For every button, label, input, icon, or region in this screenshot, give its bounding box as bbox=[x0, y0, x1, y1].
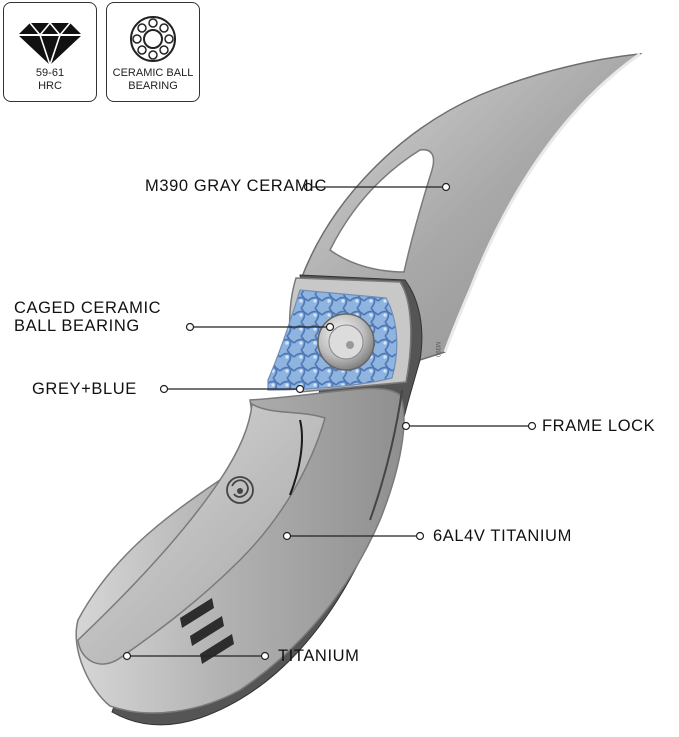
diamond-icon bbox=[18, 21, 82, 68]
bearing-label-line2: BALL BEARING bbox=[14, 317, 140, 335]
pivot-bearing bbox=[317, 313, 375, 371]
callout-leaders bbox=[122, 182, 537, 661]
hardness-value: 59-61 bbox=[35, 67, 65, 79]
brand-logo-icon bbox=[226, 476, 254, 504]
clip-material-label: TITANIUM bbox=[278, 647, 360, 665]
inlay-color-label: GREY+BLUE bbox=[32, 380, 137, 398]
frame-lock-label: FRAME LOCK bbox=[542, 417, 656, 435]
blade-steel-label: M390 GRAY CERAMIC bbox=[145, 177, 327, 195]
bearing-badge-line1: CERAMIC BALL bbox=[112, 67, 194, 79]
bearing-label-line1: CAGED CERAMIC bbox=[14, 299, 162, 317]
handle-material-label: 6AL4V TITANIUM bbox=[433, 527, 572, 545]
pocket-clip bbox=[77, 402, 326, 665]
blade-stamp: M390 bbox=[434, 342, 440, 358]
ball-bearing-icon bbox=[130, 16, 176, 62]
hardness-badge: 59-61 HRC bbox=[3, 2, 97, 102]
bearing-badge: CERAMIC BALL BEARING bbox=[106, 2, 200, 102]
hardness-unit: HRC bbox=[38, 80, 62, 92]
bearing-badge-line2: BEARING bbox=[128, 80, 178, 92]
